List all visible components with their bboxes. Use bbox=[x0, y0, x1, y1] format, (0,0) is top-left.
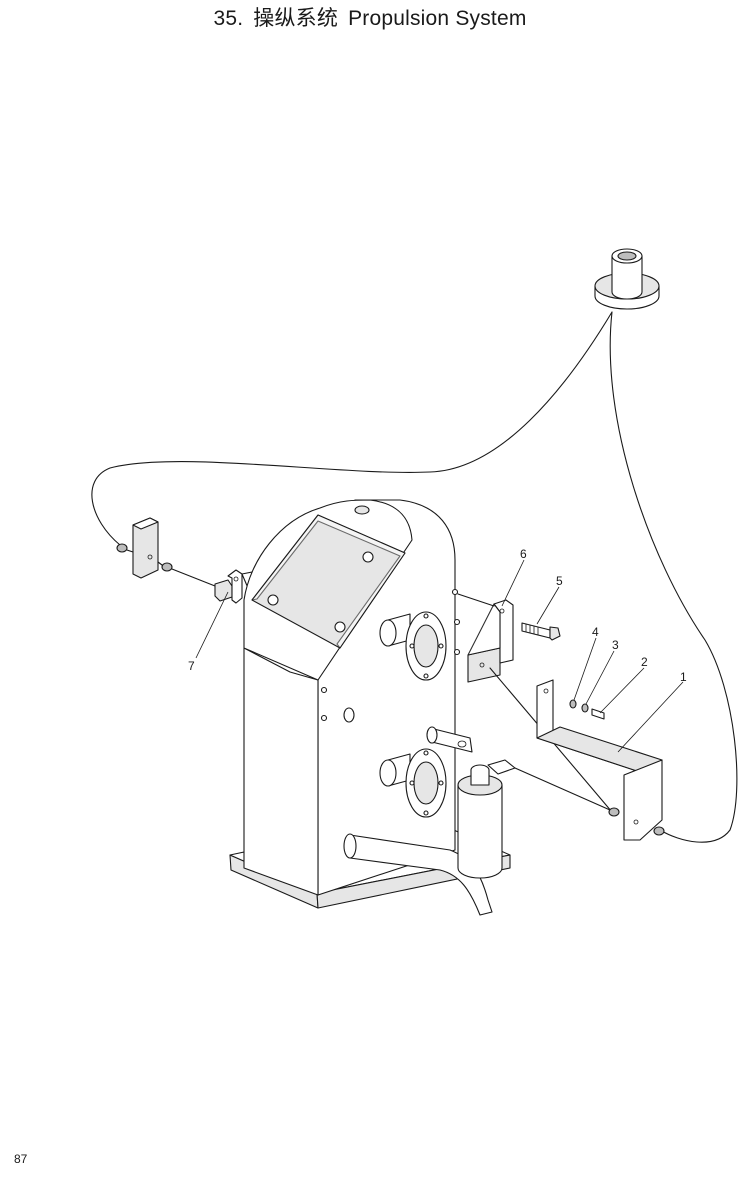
callout-5: 5 bbox=[556, 574, 563, 588]
callout-7: 7 bbox=[188, 659, 195, 673]
control-head bbox=[594, 248, 660, 310]
bracket-1 bbox=[536, 679, 665, 841]
washer-set bbox=[569, 699, 605, 720]
title-en: Propulsion System bbox=[348, 7, 527, 30]
lever-arm bbox=[426, 726, 611, 811]
page-title: 35. 操纵系统 Propulsion System bbox=[0, 2, 750, 32]
callout-4: 4 bbox=[592, 625, 599, 639]
control-cable bbox=[91, 311, 738, 843]
title-cn: 操纵系统 bbox=[253, 7, 339, 30]
title-number: 35. bbox=[213, 7, 244, 30]
left-bracket bbox=[116, 517, 216, 587]
exhaust-pipe bbox=[343, 764, 503, 916]
page-number: 87 bbox=[14, 1152, 28, 1166]
callout-2: 2 bbox=[641, 655, 648, 669]
bracket-6 bbox=[457, 593, 613, 813]
callouts: 1 2 3 4 5 6 7 bbox=[188, 547, 687, 753]
callout-6: 6 bbox=[520, 547, 527, 561]
callout-3: 3 bbox=[612, 638, 619, 652]
bolt-5 bbox=[521, 622, 561, 641]
callout-1: 1 bbox=[680, 670, 687, 684]
